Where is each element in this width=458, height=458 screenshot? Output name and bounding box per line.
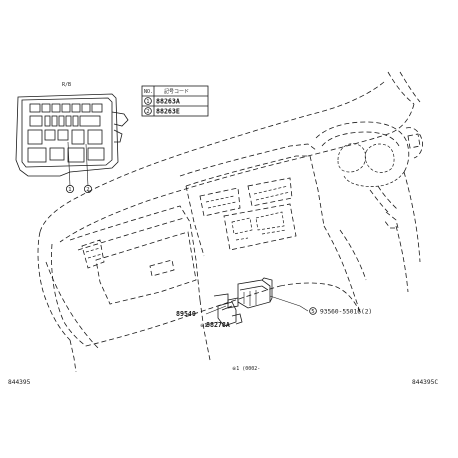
- relay-callout-2: 2: [84, 184, 93, 193]
- table-row-1-index: 1: [146, 99, 149, 105]
- screw-callout-label: 93560-55016(2): [320, 309, 372, 316]
- bracket-88278A: [217, 301, 243, 327]
- screw-callout: 5 93560-55016(2): [309, 307, 372, 316]
- relay-callout-1-label: 1: [68, 187, 71, 193]
- table-header-left: NO.: [144, 89, 153, 95]
- label-88278A-prefix: ※1: [200, 323, 207, 329]
- relay-block-caption: R/B: [62, 82, 71, 88]
- relay-block-drawing: R/B: [15, 82, 129, 187]
- table-row-2-part: 88263E: [156, 108, 180, 116]
- table-row-2-index: 2: [146, 109, 149, 115]
- part-number-table: NO. 記号コード 1 88263A 2 88263E: [141, 85, 209, 117]
- label-88278A: 88278A: [206, 321, 230, 329]
- screw-callout-index: 5: [311, 309, 314, 315]
- dashboard-outline: [37, 71, 423, 373]
- relay-callout-1: 1: [66, 184, 75, 193]
- relay-callout-2-label: 2: [86, 187, 89, 193]
- footer-center-note: ※1 (0002-: [232, 366, 260, 372]
- footer-right-code: 844395C: [412, 379, 438, 386]
- table-header-right: 記号コード: [164, 88, 189, 95]
- table-row-1-part: 88263A: [156, 98, 180, 106]
- module-89540: [213, 277, 273, 309]
- label-89540: 89540: [176, 310, 196, 318]
- footer-left-code: 844395: [8, 379, 31, 386]
